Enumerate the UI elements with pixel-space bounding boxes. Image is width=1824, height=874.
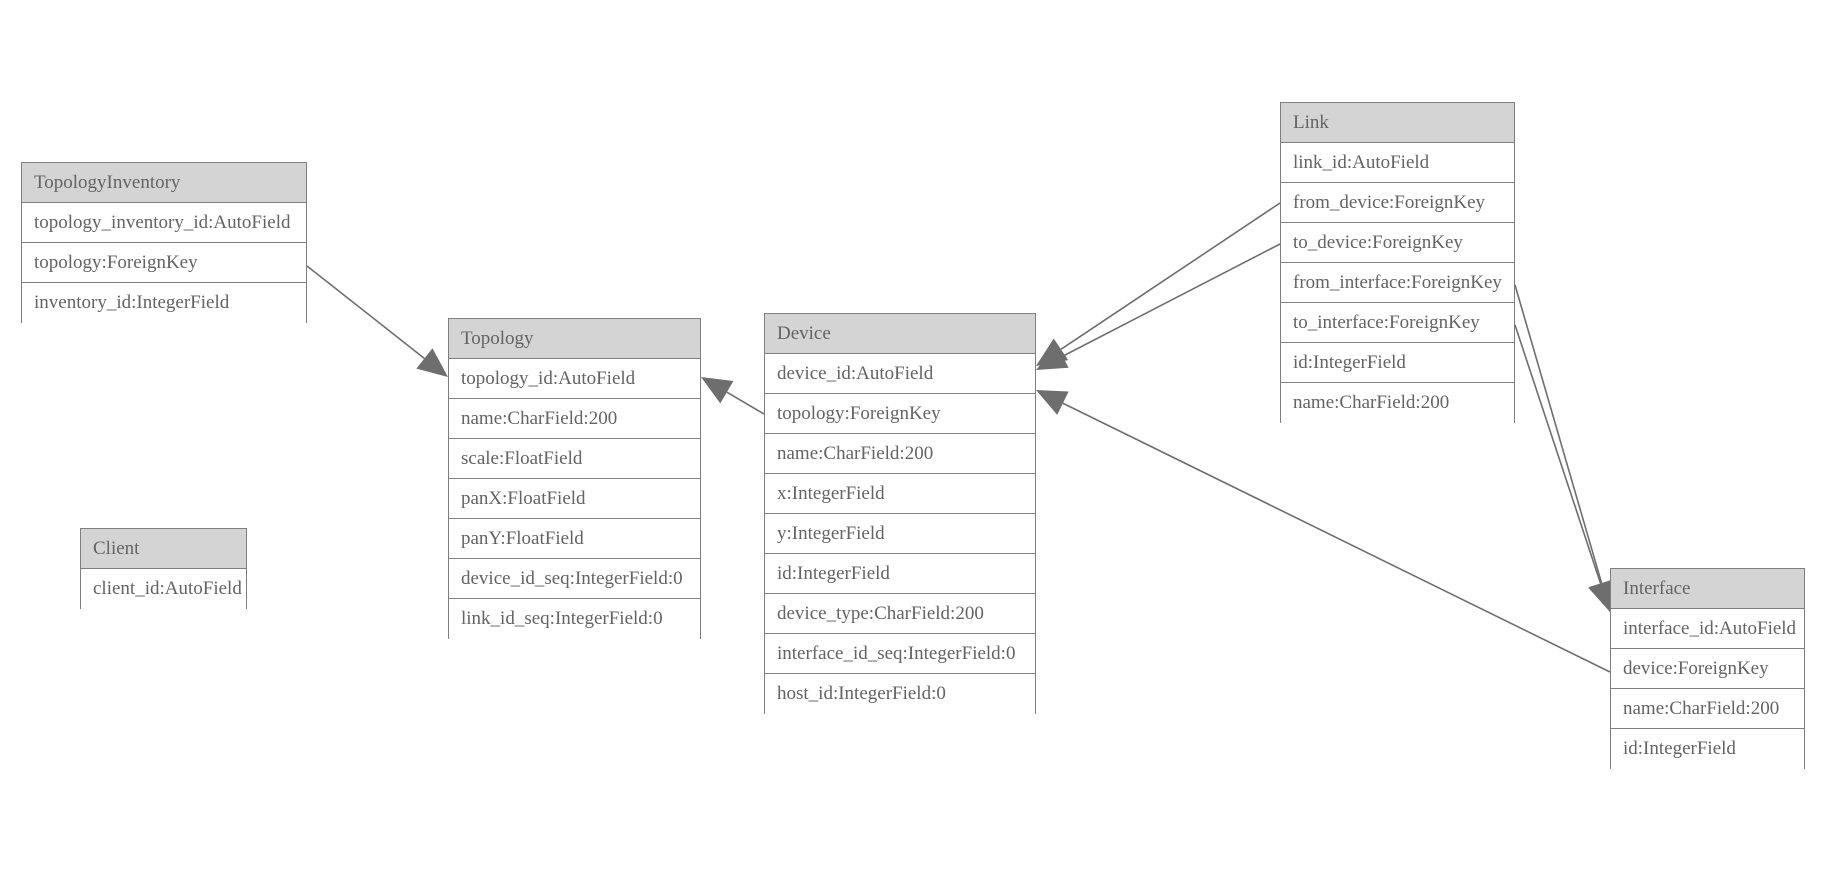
entity-field: to_device:ForeignKey [1281, 223, 1514, 263]
relationship-interface-device-to-device [1036, 390, 1611, 673]
entity-title-link: Link [1281, 103, 1514, 143]
entity-field: panX:FloatField [449, 479, 700, 519]
entity-field: x:IntegerField [765, 474, 1035, 514]
connector-line [1060, 202, 1281, 351]
connector-arrowhead [1036, 390, 1069, 415]
entity-field: scale:FloatField [449, 439, 700, 479]
entity-field: name:CharField:200 [449, 399, 700, 439]
relationship-link-to_interface-to-interface [1514, 324, 1613, 612]
entity-field: device_id_seq:IntegerField:0 [449, 559, 700, 599]
entity-field: device_type:CharField:200 [765, 594, 1035, 634]
entity-field: from_interface:ForeignKey [1281, 263, 1514, 303]
relationship-link-from_interface-to-interface [1514, 284, 1615, 612]
entity-title-topology: Topology [449, 319, 700, 359]
entity-field: id:IntegerField [765, 554, 1035, 594]
connector-line [1514, 324, 1602, 584]
entity-field: interface_id:AutoField [1611, 609, 1804, 649]
entity-title-device: Device [765, 314, 1035, 354]
connector-line [726, 391, 765, 415]
entity-field: link_id_seq:IntegerField:0 [449, 599, 700, 639]
entity-field: topology:ForeignKey [765, 394, 1035, 434]
entity-title-client: Client [81, 529, 246, 569]
entity-title-topology-inventory: TopologyInventory [22, 163, 306, 203]
entity-field: panY:FloatField [449, 519, 700, 559]
entity-field: y:IntegerField [765, 514, 1035, 554]
entity-field: name:CharField:200 [1281, 383, 1514, 423]
entity-field: id:IntegerField [1281, 343, 1514, 383]
entity-field: device_id:AutoField [765, 354, 1035, 394]
connector-line [1514, 284, 1603, 584]
entity-field: inventory_id:IntegerField [22, 283, 306, 323]
connector-line [1062, 402, 1611, 673]
entity-field: id:IntegerField [1611, 729, 1804, 769]
relationship-link-to_device-to-device [1036, 243, 1281, 370]
connector-arrowhead [701, 377, 734, 404]
entity-field: interface_id_seq:IntegerField:0 [765, 634, 1035, 674]
connector-arrowhead [1036, 344, 1069, 370]
relationship-topologyinventory-to-topology [306, 265, 448, 377]
entity-field: device:ForeignKey [1611, 649, 1804, 689]
entity-field: name:CharField:200 [1611, 689, 1804, 729]
connector-line [1062, 243, 1281, 357]
connector-line [306, 265, 425, 360]
connector-arrowhead [416, 348, 448, 377]
entity-field: to_interface:ForeignKey [1281, 303, 1514, 343]
connector-arrowhead [1036, 338, 1069, 366]
entity-field: topology_inventory_id:AutoField [22, 203, 306, 243]
entity-field: client_id:AutoField [81, 569, 246, 609]
entity-field: from_device:ForeignKey [1281, 183, 1514, 223]
entity-field: link_id:AutoField [1281, 143, 1514, 183]
entity-field: topology:ForeignKey [22, 243, 306, 283]
relationship-device-to-topology [701, 377, 765, 415]
relationship-link-from_device-to-device [1036, 202, 1281, 366]
entity-title-interface: Interface [1611, 569, 1804, 609]
entity-field: host_id:IntegerField:0 [765, 674, 1035, 714]
entity-field: name:CharField:200 [765, 434, 1035, 474]
entity-field: topology_id:AutoField [449, 359, 700, 399]
